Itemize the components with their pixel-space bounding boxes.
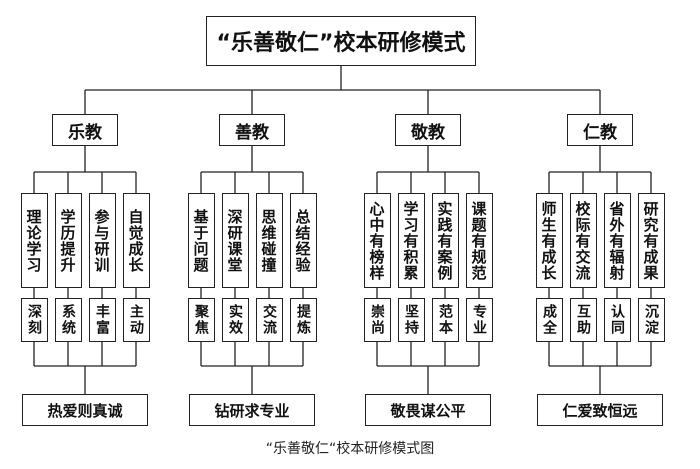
sub-item-shan-jiao-2: 深研课堂 — [221, 193, 249, 288]
diagram-title: “乐善敬仁”校本研修模式 — [206, 16, 476, 66]
keyword-jing-jiao-1: 崇尚 — [363, 298, 391, 342]
keyword-ren-jiao-3: 认同 — [603, 298, 631, 342]
sub-item-shan-jiao-3: 思维碰撞 — [255, 193, 283, 288]
sub-item-jing-jiao-3: 实践有案例 — [431, 193, 459, 288]
keyword-jing-jiao-3: 范本 — [431, 298, 459, 342]
sub-item-jing-jiao-2: 学习有积累 — [397, 193, 425, 288]
sub-item-ren-jiao-4: 研究有成果 — [637, 193, 665, 288]
keyword-ren-jiao-1: 成全 — [535, 298, 563, 342]
keyword-shan-jiao-1: 聚焦 — [187, 298, 215, 342]
branch-ren-jiao: 仁教 — [567, 114, 633, 146]
sub-item-shan-jiao-4: 总结经验 — [289, 193, 317, 288]
keyword-le-jiao-3: 丰富 — [88, 298, 116, 342]
keyword-jing-jiao-2: 坚持 — [397, 298, 425, 342]
sub-item-le-jiao-1: 理论学习 — [20, 193, 48, 288]
sub-item-ren-jiao-2: 校际有交流 — [569, 193, 597, 288]
sub-item-jing-jiao-4: 课题有规范 — [465, 193, 493, 288]
branch-shan-jiao: 善教 — [219, 114, 285, 146]
keyword-le-jiao-4: 主动 — [122, 298, 150, 342]
sub-item-le-jiao-4: 自觉成长 — [122, 193, 150, 288]
keyword-le-jiao-1: 深刻 — [20, 298, 48, 342]
branch-le-jiao: 乐教 — [52, 114, 118, 146]
keyword-shan-jiao-3: 交流 — [255, 298, 283, 342]
sub-item-jing-jiao-1: 心中有榜样 — [363, 193, 391, 288]
keyword-ren-jiao-2: 互助 — [569, 298, 597, 342]
sub-item-shan-jiao-1: 基于问题 — [187, 193, 215, 288]
sub-item-ren-jiao-3: 省外有辐射 — [603, 193, 631, 288]
branch-jing-jiao: 敬教 — [395, 114, 461, 146]
motto-shan-jiao: 钻研求专业 — [189, 394, 315, 426]
sub-item-le-jiao-3: 参与研训 — [88, 193, 116, 288]
sub-item-le-jiao-2: 学历提升 — [54, 193, 82, 288]
motto-le-jiao: 热爱则真诚 — [22, 394, 148, 426]
keyword-le-jiao-2: 系统 — [54, 298, 82, 342]
keyword-shan-jiao-4: 提炼 — [289, 298, 317, 342]
motto-jing-jiao: 敬畏谋公平 — [365, 394, 491, 426]
keyword-jing-jiao-4: 专业 — [465, 298, 493, 342]
diagram-caption: “乐善敬仁“校本研修模式图 — [265, 441, 435, 457]
sub-item-ren-jiao-1: 师生有成长 — [535, 193, 563, 288]
keyword-shan-jiao-2: 实效 — [221, 298, 249, 342]
keyword-ren-jiao-4: 沉淀 — [637, 298, 665, 342]
motto-ren-jiao: 仁爱致恒远 — [537, 394, 663, 426]
